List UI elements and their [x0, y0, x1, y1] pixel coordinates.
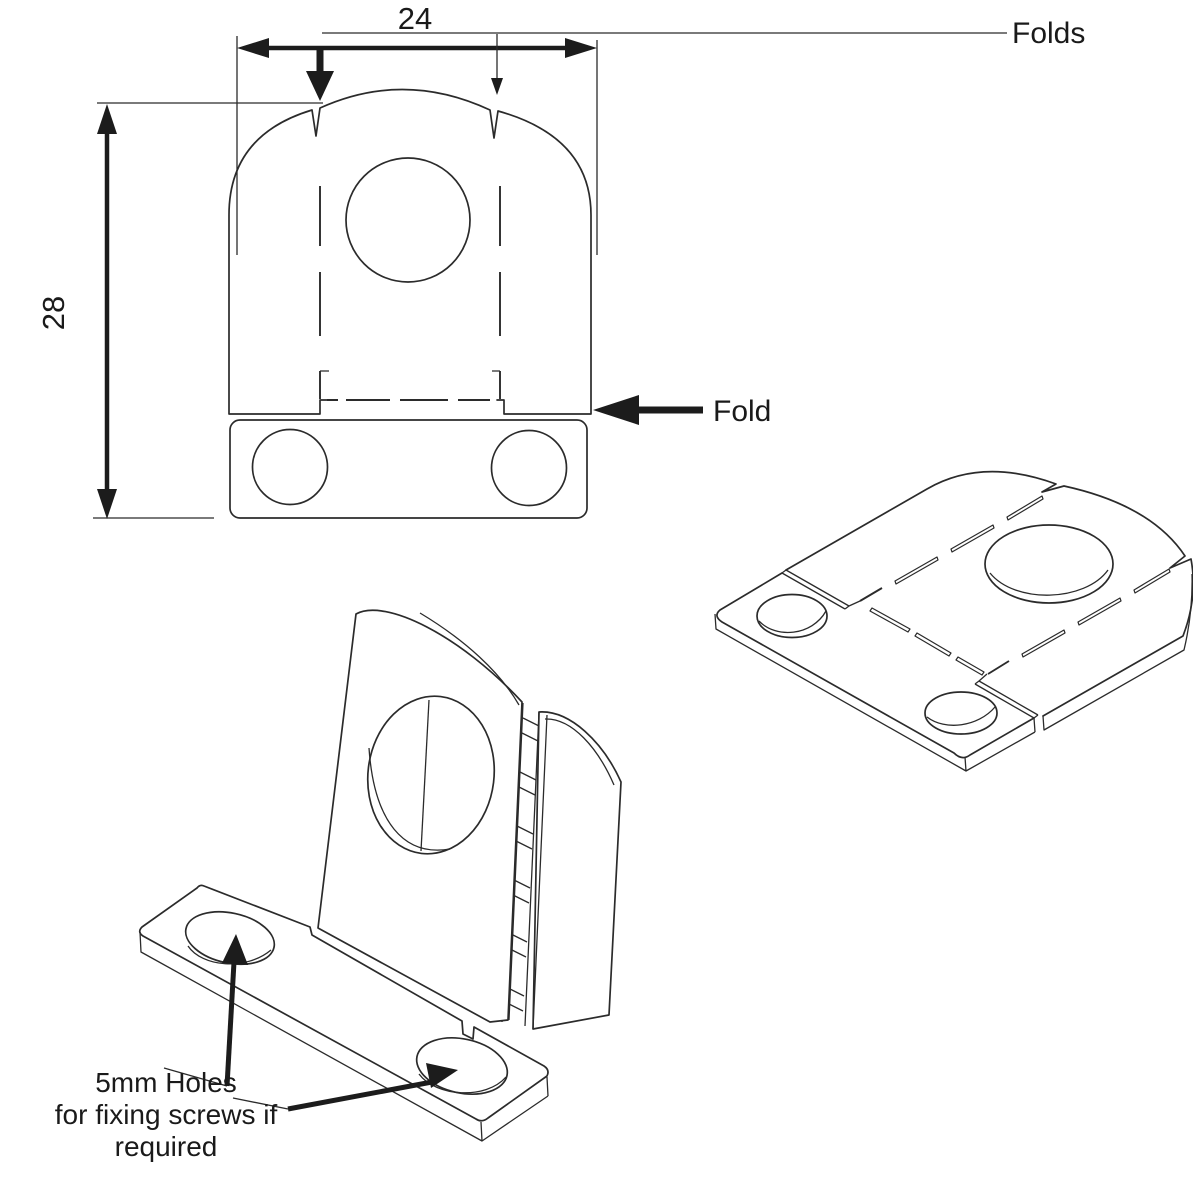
- folded-front-panel: [317, 609, 523, 1023]
- folded-hole-back-edge: [420, 699, 430, 852]
- annotation-arrow1-shaft: [224, 961, 237, 1087]
- fold-callout: Fold: [593, 395, 771, 428]
- iso-base-fold-dashes: [869, 607, 985, 676]
- iso-fold-solid-ends: [859, 587, 1010, 675]
- iso-small-hole-left: [756, 593, 828, 639]
- folds-callout: Folds: [322, 17, 1085, 95]
- iso-large-hole-rim: [989, 569, 1109, 596]
- fold-arrowhead: [593, 395, 639, 425]
- isometric-flat-view: [714, 470, 1193, 772]
- height-arrowhead-bottom: [97, 489, 117, 519]
- folds-leader-line: [322, 32, 1007, 80]
- width-arrowhead-left: [237, 38, 269, 58]
- fold-line-end-segments: [319, 371, 501, 399]
- annotation-text-line2: for fixing screws if: [55, 1099, 278, 1130]
- flat-base-hole-left: [251, 428, 329, 506]
- width-dimension-value: 24: [398, 1, 432, 36]
- annotation-arrow2-shaft: [287, 1079, 433, 1112]
- folded-hinge-perforations: [506, 717, 540, 1012]
- folded-base-hole-left-rim: [187, 945, 272, 965]
- flat-base-hole-right: [490, 429, 568, 507]
- width-dimension: 24: [236, 1, 598, 255]
- fold-label: Fold: [713, 395, 771, 428]
- isometric-folded-view: [138, 609, 622, 1142]
- iso-thickness-edges: [714, 573, 1193, 772]
- iso-small-hole-bottom-rim: [926, 706, 996, 726]
- height-arrowhead-top: [97, 104, 117, 134]
- width-arrowhead-right: [565, 38, 597, 58]
- iso-large-hole: [984, 524, 1114, 604]
- folded-back-panel: [532, 711, 622, 1030]
- annotation-leader-lines: [163, 1067, 289, 1110]
- iso-fold1-dashes: [894, 495, 1044, 585]
- iso-base-outline: [716, 572, 1035, 759]
- iso-left-slot: [781, 569, 861, 610]
- folded-front-panel-thickness: [419, 612, 520, 706]
- flat-body-outline: [228, 88, 592, 415]
- annotation-arrow1-head: [222, 934, 248, 965]
- folded-large-hole: [366, 695, 496, 855]
- flat-base-plate: [229, 419, 588, 519]
- holes-annotation: 5mm Holes for fixing screws if required: [55, 934, 458, 1162]
- folded-large-hole-rim: [368, 747, 451, 851]
- iso-dome-outline: [785, 470, 1193, 717]
- annotation-text-line1: 5mm Holes: [95, 1067, 237, 1098]
- flat-large-hole: [345, 157, 471, 283]
- annotation-text-line3: required: [115, 1131, 218, 1162]
- iso-small-hole-left-rim: [758, 610, 827, 634]
- folds-label: Folds: [1012, 17, 1085, 50]
- folded-base-bar: [138, 884, 549, 1122]
- fold-pointer-arrowhead: [306, 71, 334, 101]
- iso-small-hole-bottom: [924, 691, 998, 735]
- folded-back-panel-thickness: [544, 718, 615, 786]
- height-dimension-value: 28: [36, 296, 71, 330]
- flat-pattern-view: [228, 88, 592, 519]
- folds-small-arrowhead: [491, 78, 503, 95]
- height-dimension: 28: [36, 102, 323, 519]
- folded-base-hole-right-rim: [418, 1073, 507, 1094]
- annotation-arrow2-head: [426, 1063, 458, 1088]
- folded-base-thickness: [139, 931, 549, 1142]
- width-extension-lines: [236, 36, 598, 255]
- iso-right-slot: [974, 673, 1039, 719]
- height-extension-lines: [93, 102, 323, 519]
- iso-fold2-dashes: [1021, 568, 1171, 658]
